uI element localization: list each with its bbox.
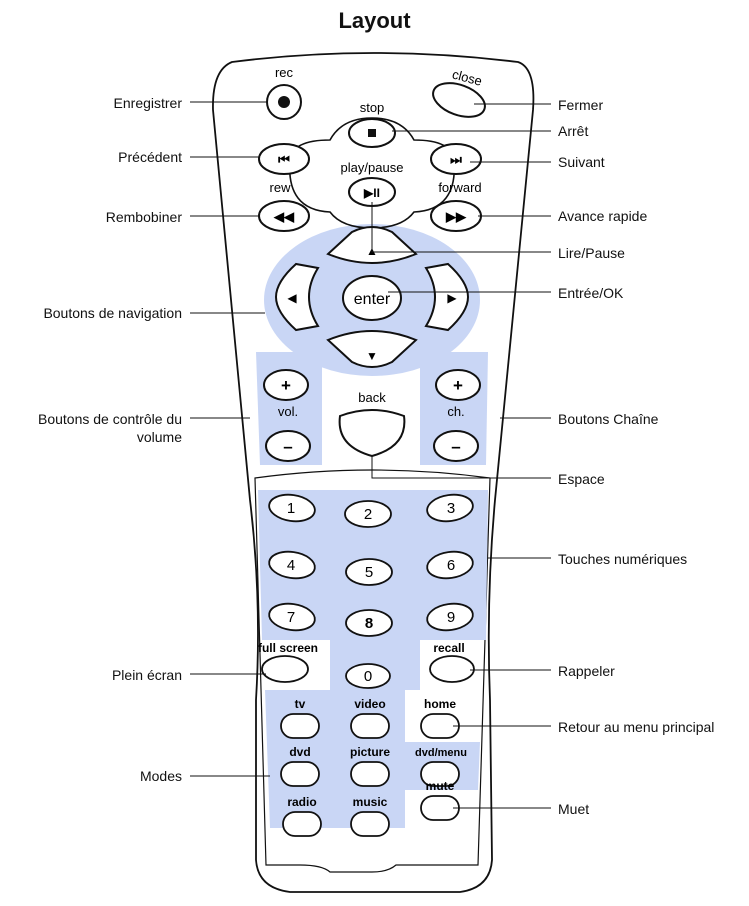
rec-dot-icon: [278, 96, 290, 108]
rew-icon: ◀◀: [273, 209, 295, 224]
callout-chaine: Boutons Chaîne: [558, 410, 658, 428]
stop-square-icon: [368, 129, 376, 137]
digit-9-label: 9: [447, 609, 455, 626]
callout-precedent: Précédent: [118, 148, 182, 166]
picture-button[interactable]: [351, 762, 389, 786]
dvd-button[interactable]: [281, 762, 319, 786]
left-arrow-icon: ◀: [287, 291, 297, 305]
ch-up-icon: +: [453, 376, 463, 395]
rew-label: rew: [270, 180, 292, 195]
callout-muet: Muet: [558, 800, 589, 818]
callout-volume-line1: Boutons de contrôle du: [38, 410, 182, 428]
tv-button[interactable]: [281, 714, 319, 738]
music-label: music: [353, 795, 388, 809]
next-icon: ⏭: [450, 152, 462, 167]
ch-down-icon: –: [451, 437, 460, 456]
digit-3-label: 3: [447, 500, 455, 517]
digit-7-label: 7: [287, 609, 295, 626]
digit-5-label: 5: [365, 564, 373, 581]
picture-label: picture: [350, 745, 390, 759]
digit-8-label: 8: [365, 615, 373, 632]
play-pause-icon: ▶II: [363, 186, 380, 200]
digit-6-label: 6: [447, 557, 455, 574]
callout-entree: Entrée/OK: [558, 284, 623, 302]
play-pause-label: play/pause: [341, 160, 404, 175]
vol-down-icon: –: [283, 437, 292, 456]
callout-lire-pause: Lire/Pause: [558, 244, 625, 262]
dvd-label: dvd: [289, 745, 310, 759]
callout-plein-ecran: Plein écran: [112, 666, 182, 684]
video-label: video: [354, 697, 385, 711]
recall-button[interactable]: [430, 656, 474, 682]
callout-retour: Retour au menu principal: [558, 718, 714, 736]
forward-label: forward: [438, 180, 481, 195]
previous-icon: ⏮: [278, 152, 290, 167]
tv-label: tv: [295, 697, 306, 711]
callout-volume-line2: volume: [38, 428, 182, 446]
fullscreen-label: full screen: [258, 641, 318, 655]
callout-suivant: Suivant: [558, 153, 605, 171]
vol-up-icon: +: [281, 376, 291, 395]
stop-label: stop: [360, 100, 385, 115]
radio-button[interactable]: [283, 812, 321, 836]
recall-label: recall: [433, 641, 464, 655]
video-button[interactable]: [351, 714, 389, 738]
callout-modes: Modes: [140, 767, 182, 785]
vol-label: vol.: [278, 404, 298, 419]
callout-avance: Avance rapide: [558, 207, 647, 225]
home-label: home: [424, 697, 456, 711]
ch-label: ch.: [447, 404, 464, 419]
rec-label: rec: [275, 65, 294, 80]
callout-navigation: Boutons de navigation: [43, 304, 182, 322]
down-arrow-icon: ▼: [366, 349, 378, 363]
digit-2-label: 2: [364, 506, 372, 523]
right-arrow-icon: ▶: [447, 291, 457, 305]
digit-0-label: 0: [364, 668, 372, 685]
radio-label: radio: [287, 795, 316, 809]
mute-label: mute: [426, 779, 455, 793]
callout-espace: Espace: [558, 470, 605, 488]
callout-enregistrer: Enregistrer: [114, 94, 182, 112]
dvd-menu-label: dvd/menu: [415, 747, 467, 759]
back-label: back: [358, 390, 386, 405]
callout-fermer: Fermer: [558, 96, 603, 114]
digit-4-label: 4: [287, 557, 295, 574]
digit-1-label: 1: [287, 500, 295, 517]
music-button[interactable]: [351, 812, 389, 836]
enter-label: enter: [354, 291, 391, 308]
callout-arret: Arrêt: [558, 122, 588, 140]
forward-icon: ▶▶: [445, 209, 467, 224]
callout-rappeler: Rappeler: [558, 662, 615, 680]
callout-numeriques: Touches numériques: [558, 550, 687, 568]
fullscreen-button[interactable]: [262, 656, 308, 682]
callout-volume: Boutons de contrôle du volume: [38, 410, 182, 446]
callout-rembobiner: Rembobiner: [106, 208, 182, 226]
